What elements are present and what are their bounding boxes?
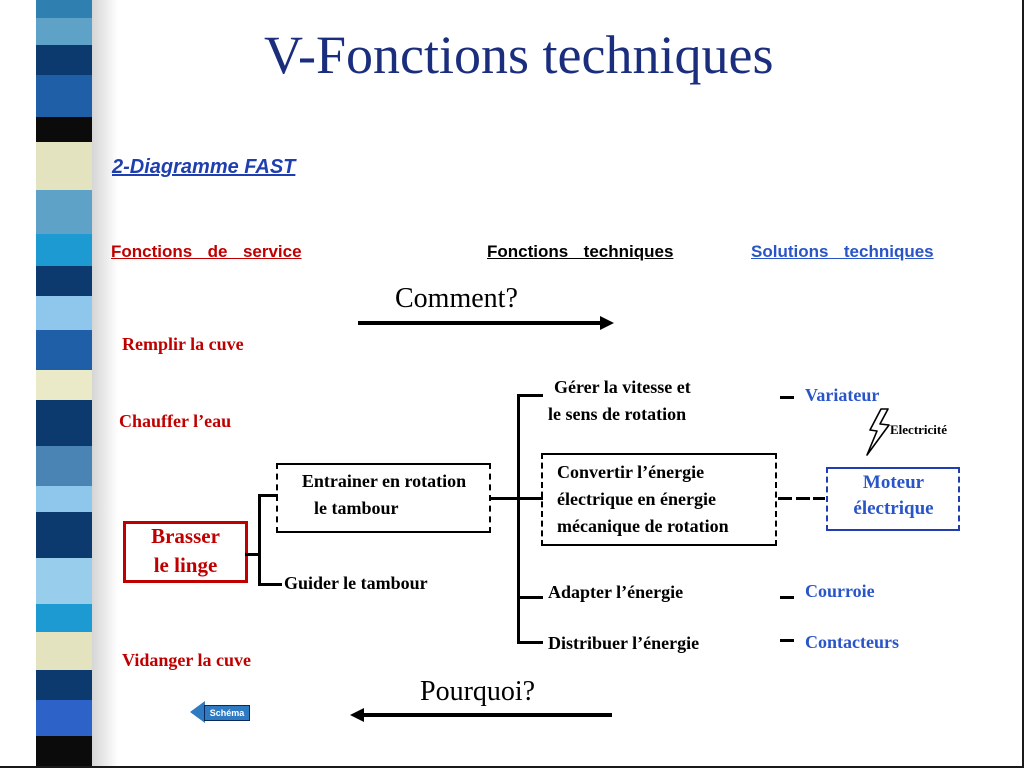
dash-contacteurs [780,639,794,642]
function-entrainer-line1: Entrainer en rotation [301,471,467,491]
dash-moteur-1 [778,497,792,500]
function-gerer-line1: Gérer la vitesse et [554,377,691,397]
schema-button-label: Schéma [204,705,250,721]
lightning-bolt-icon [866,408,890,456]
connector-entrainer-vertical [517,394,520,643]
column-header-techniques: Fonctions techniques [487,242,674,261]
page-title: V-Fonctions techniques [264,25,774,85]
function-entrainer-line2: le tambour [314,498,399,518]
pourquoi-label: Pourquoi? [420,676,536,707]
function-convertir-line1: Convertir l’énergie [557,462,705,482]
dash-variateur [780,396,794,399]
brasser-line2: le linge [153,553,218,577]
slide-bottom-border [0,766,1024,768]
connector-to-entrainer [258,494,278,497]
comment-arrow-head [600,316,614,330]
solution-contacteurs: Contacteurs [805,632,899,652]
function-gerer-line2: le sens de rotation [548,404,687,424]
function-convertir-box [541,453,777,546]
pourquoi-arrow-head [350,708,364,722]
brasser-line1: Brasser [151,524,220,548]
connector-to-convertir [517,497,543,500]
connector-to-guider [258,583,282,586]
section-subtitle: 2-Diagramme FAST [112,156,296,178]
connector-to-gerer [517,394,543,397]
service-brasser-linge-box: Brasser le linge [123,521,248,583]
connector-brasser-vertical [258,494,261,586]
solution-moteur-line2: électrique [853,498,934,519]
service-remplir-cuve: Remplir la cuve [122,334,244,354]
schema-back-button[interactable]: Schéma [190,701,252,723]
solution-moteur-box [826,467,960,531]
solution-variateur: Variateur [805,385,880,405]
pourquoi-arrow-line [362,713,612,717]
connector-entrainer [490,497,520,500]
dash-courroie [780,596,794,599]
solution-moteur-line1: Moteur [862,472,925,493]
service-chauffer-eau: Chauffer l’eau [119,411,232,431]
slide-right-border [1022,0,1024,768]
service-vidanger-cuve: Vidanger la cuve [122,650,251,670]
connector-to-distribuer [517,641,543,644]
function-distribuer-energie: Distribuer l’énergie [548,633,700,653]
decorative-striped-column [36,0,92,768]
function-guider-tambour: Guider le tambour [284,573,428,593]
label-electricite: Electricité [890,422,948,437]
function-adapter-energie: Adapter l’énergie [548,582,684,602]
function-convertir-line3: mécanique de rotation [557,516,729,536]
function-convertir-line2: électrique en énergie [557,489,716,509]
connector-to-adapter [517,596,543,599]
column-header-service: Fonctions de service [111,242,302,261]
dash-moteur-3 [813,497,825,500]
connector-brasser [245,553,260,556]
back-arrow-icon [190,701,205,723]
solution-courroie: Courroie [805,581,875,601]
comment-label: Comment? [395,283,518,314]
column-header-solutions: Solutions techniques [751,242,934,261]
comment-arrow-line [358,321,602,325]
dash-moteur-2 [796,497,810,500]
